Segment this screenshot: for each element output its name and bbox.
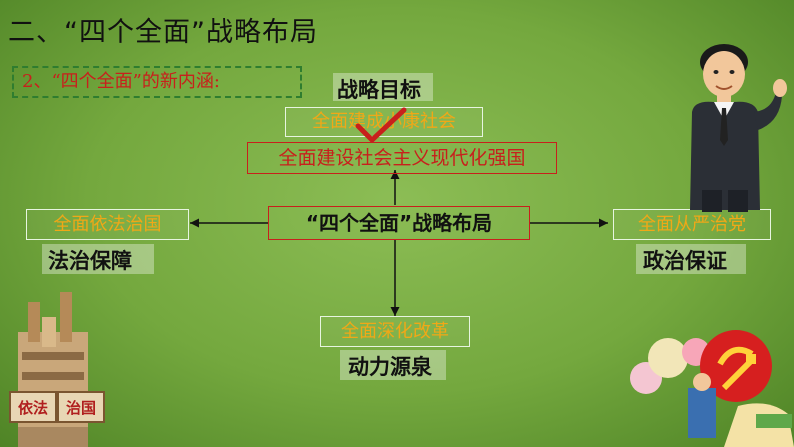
- left-label-bg: [42, 244, 154, 274]
- top-label: 战略目标: [337, 78, 421, 102]
- bottom-item: 全面深化改革: [320, 316, 470, 347]
- top-item-2: 全面建设社会主义现代化强国: [247, 142, 557, 174]
- tower-illustration: 依法 治国: [9, 292, 105, 447]
- bottom-label-bg: [340, 350, 446, 380]
- tower-sign-right: 治国: [66, 399, 96, 417]
- tower-sign-left: 依法: [18, 399, 48, 417]
- slide-title: 二、“四个全面”战略布局: [8, 17, 318, 48]
- right-label: 政治保证: [643, 249, 727, 273]
- center-box: “四个全面”战略布局: [268, 206, 530, 240]
- subtitle-box: 2、“四个全面”的新内涵:: [12, 66, 302, 98]
- right-label-bg: [636, 244, 746, 274]
- bottom-label: 动力源泉: [348, 355, 432, 379]
- person-illustration: [690, 44, 787, 212]
- checkmark-icon: [355, 107, 407, 143]
- party-badge-illustration: [630, 330, 794, 447]
- top-label-bg: [333, 73, 433, 101]
- left-item: 全面依法治国: [26, 209, 189, 240]
- right-item: 全面从严治党: [613, 209, 771, 240]
- left-label: 法治保障: [48, 249, 132, 273]
